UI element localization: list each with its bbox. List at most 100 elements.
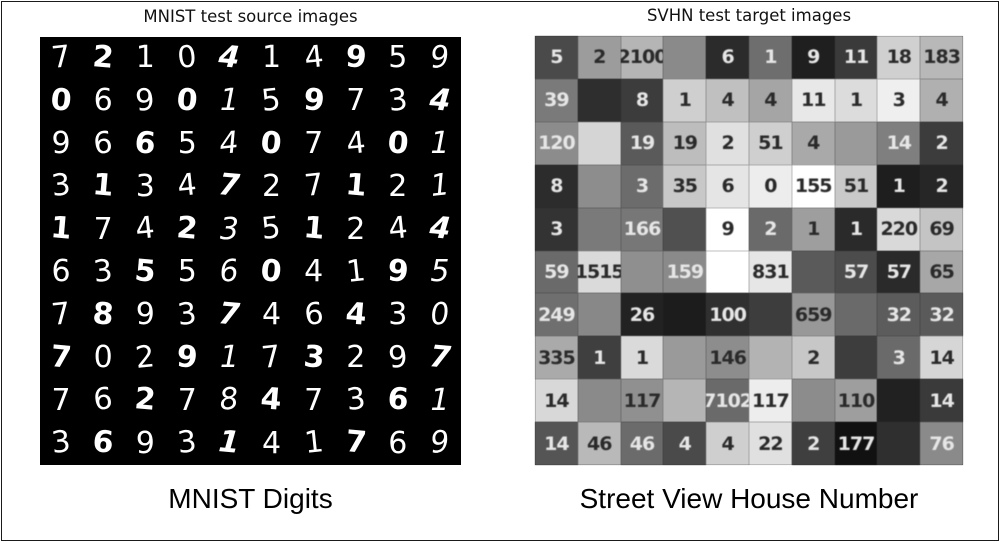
mnist-digit-cell: 1 xyxy=(344,253,368,291)
svhn-image-cell: 220 xyxy=(877,207,921,251)
mnist-digit-cell: 1 xyxy=(343,167,368,205)
svhn-image-cell: 7102 xyxy=(706,379,749,423)
mnist-digit-cell: 2 xyxy=(133,339,157,376)
mnist-digit-cell: 7 xyxy=(217,167,242,205)
svhn-image-cell xyxy=(834,121,878,165)
mnist-digit-cell: 2 xyxy=(261,168,282,204)
mnist-digit-cell: 7 xyxy=(49,339,74,376)
svhn-image-cell xyxy=(577,293,621,337)
mnist-digit-cell: 0 xyxy=(175,39,199,77)
mnist-digit-cell: 0 xyxy=(385,125,410,162)
mnist-digit-cell: 1 xyxy=(302,424,325,462)
mnist-digit-cell: 5 xyxy=(260,210,283,248)
svhn-image-cell: 1 xyxy=(748,36,792,79)
svhn-image-cell: 19 xyxy=(620,121,664,165)
svhn-image-cell: 26 xyxy=(620,293,664,337)
mnist-digit-cell: 6 xyxy=(133,125,158,162)
svhn-image-cell: 32 xyxy=(877,293,921,337)
svhn-image-cell xyxy=(577,78,621,122)
svhn-image-cell: 177 xyxy=(834,422,878,465)
mnist-digit-cell: 5 xyxy=(133,253,158,291)
svhn-image-cell xyxy=(706,250,749,294)
mnist-digit-cell: 3 xyxy=(175,424,199,462)
mnist-digit-cell: 4 xyxy=(218,125,241,162)
svhn-image-cell: 146 xyxy=(706,336,749,380)
svhn-image-cell: 14 xyxy=(920,336,963,380)
mnist-digit-cell: 5 xyxy=(430,254,450,290)
svhn-image-cell xyxy=(834,293,878,337)
mnist-digit-cell: 7 xyxy=(217,296,242,334)
mnist-digit-cell: 3 xyxy=(135,168,155,204)
mnist-digit-cell: 5 xyxy=(177,125,197,161)
svhn-image-cell: 19 xyxy=(663,121,707,165)
svhn-image-cell: 51 xyxy=(748,121,792,165)
mnist-digit-cell: 4 xyxy=(343,296,368,334)
svhn-image-cell: 11 xyxy=(791,78,835,122)
mnist-digit-cell: 9 xyxy=(343,39,368,77)
svhn-image-cell: 3 xyxy=(877,336,921,380)
svhn-image-cell: 57 xyxy=(877,250,921,294)
svhn-image-cell: 4 xyxy=(748,78,792,122)
svhn-image-cell: 11 xyxy=(834,36,878,79)
svhn-image-cell xyxy=(791,250,835,294)
mnist-digit-cell: 7 xyxy=(346,83,366,119)
mnist-digit-cell: 1 xyxy=(428,167,452,205)
svhn-image-cell xyxy=(748,293,792,337)
svhn-image-cell: 3 xyxy=(535,207,578,251)
svhn-image-cell: 14 xyxy=(535,422,578,465)
mnist-digit-cell: 3 xyxy=(49,424,73,462)
svhn-image-cell: 2 xyxy=(791,422,835,465)
svhn-image-cell: 1 xyxy=(791,207,835,251)
mnist-digit-cell: 7 xyxy=(302,167,325,205)
svhn-image-cell: 2 xyxy=(706,121,749,165)
svhn-image-cell: 51 xyxy=(834,164,878,208)
mnist-digit-cell: 6 xyxy=(91,424,116,462)
svhn-panel-title: SVHN test target images xyxy=(646,6,852,25)
mnist-digit-cell: 9 xyxy=(175,339,200,376)
svhn-image-cell: 65 xyxy=(920,250,963,294)
svhn-image-cell: 1515 xyxy=(577,250,621,294)
mnist-digit-cell: 1 xyxy=(217,424,242,462)
mnist-digit-cell: 9 xyxy=(51,125,71,161)
svhn-image-cell: 1 xyxy=(834,78,878,122)
svhn-image-cell: 249 xyxy=(535,293,578,337)
mnist-digit-cell: 1 xyxy=(261,40,282,76)
mnist-digit-cell: 7 xyxy=(49,39,73,77)
svhn-image-cell: 117 xyxy=(620,379,664,423)
svhn-image-cell: 4 xyxy=(920,78,963,122)
mnist-digit-cell: 0 xyxy=(93,339,113,375)
svhn-image-cell: 3 xyxy=(877,78,921,122)
mnist-digit-cell: 3 xyxy=(91,253,115,291)
mnist-digit-cell: 7 xyxy=(49,296,73,334)
svhn-image-cell: 14 xyxy=(920,379,963,423)
svhn-image-cell xyxy=(748,336,792,380)
svhn-image-cell xyxy=(834,336,878,380)
svhn-image-cell: 155 xyxy=(791,164,835,208)
svhn-image-cell: 1 xyxy=(877,164,921,208)
mnist-digit-cell: 7 xyxy=(304,382,324,418)
mnist-digit-cell: 6 xyxy=(388,425,408,461)
mnist-digit-cell: 3 xyxy=(301,339,326,376)
mnist-digit-cell: 6 xyxy=(302,296,325,334)
svhn-image-cell: 2 xyxy=(748,207,792,251)
mnist-digit-cell: 9 xyxy=(133,82,157,120)
svhn-image-cell: 183 xyxy=(920,36,963,79)
mnist-digit-cell: 9 xyxy=(386,339,410,376)
svhn-image-cell: 76 xyxy=(920,422,963,465)
svhn-image-cell: 2 xyxy=(920,164,963,208)
svhn-image-cell xyxy=(877,422,921,465)
svhn-image-cell: 46 xyxy=(577,422,621,465)
mnist-digit-cell: 1 xyxy=(49,210,74,248)
mnist-digit-cell: 7 xyxy=(428,339,452,376)
mnist-digit-cell: 6 xyxy=(385,381,410,419)
mnist-digit-cell: 4 xyxy=(259,381,284,419)
svhn-image-cell: 5 xyxy=(535,36,578,79)
mnist-digit-cell: 9 xyxy=(428,424,452,462)
mnist-digit-cell: 1 xyxy=(135,40,155,76)
svhn-image-cell: 2 xyxy=(920,121,963,165)
svhn-image-cell xyxy=(791,379,835,423)
svhn-image-cell: 3 xyxy=(620,164,664,208)
